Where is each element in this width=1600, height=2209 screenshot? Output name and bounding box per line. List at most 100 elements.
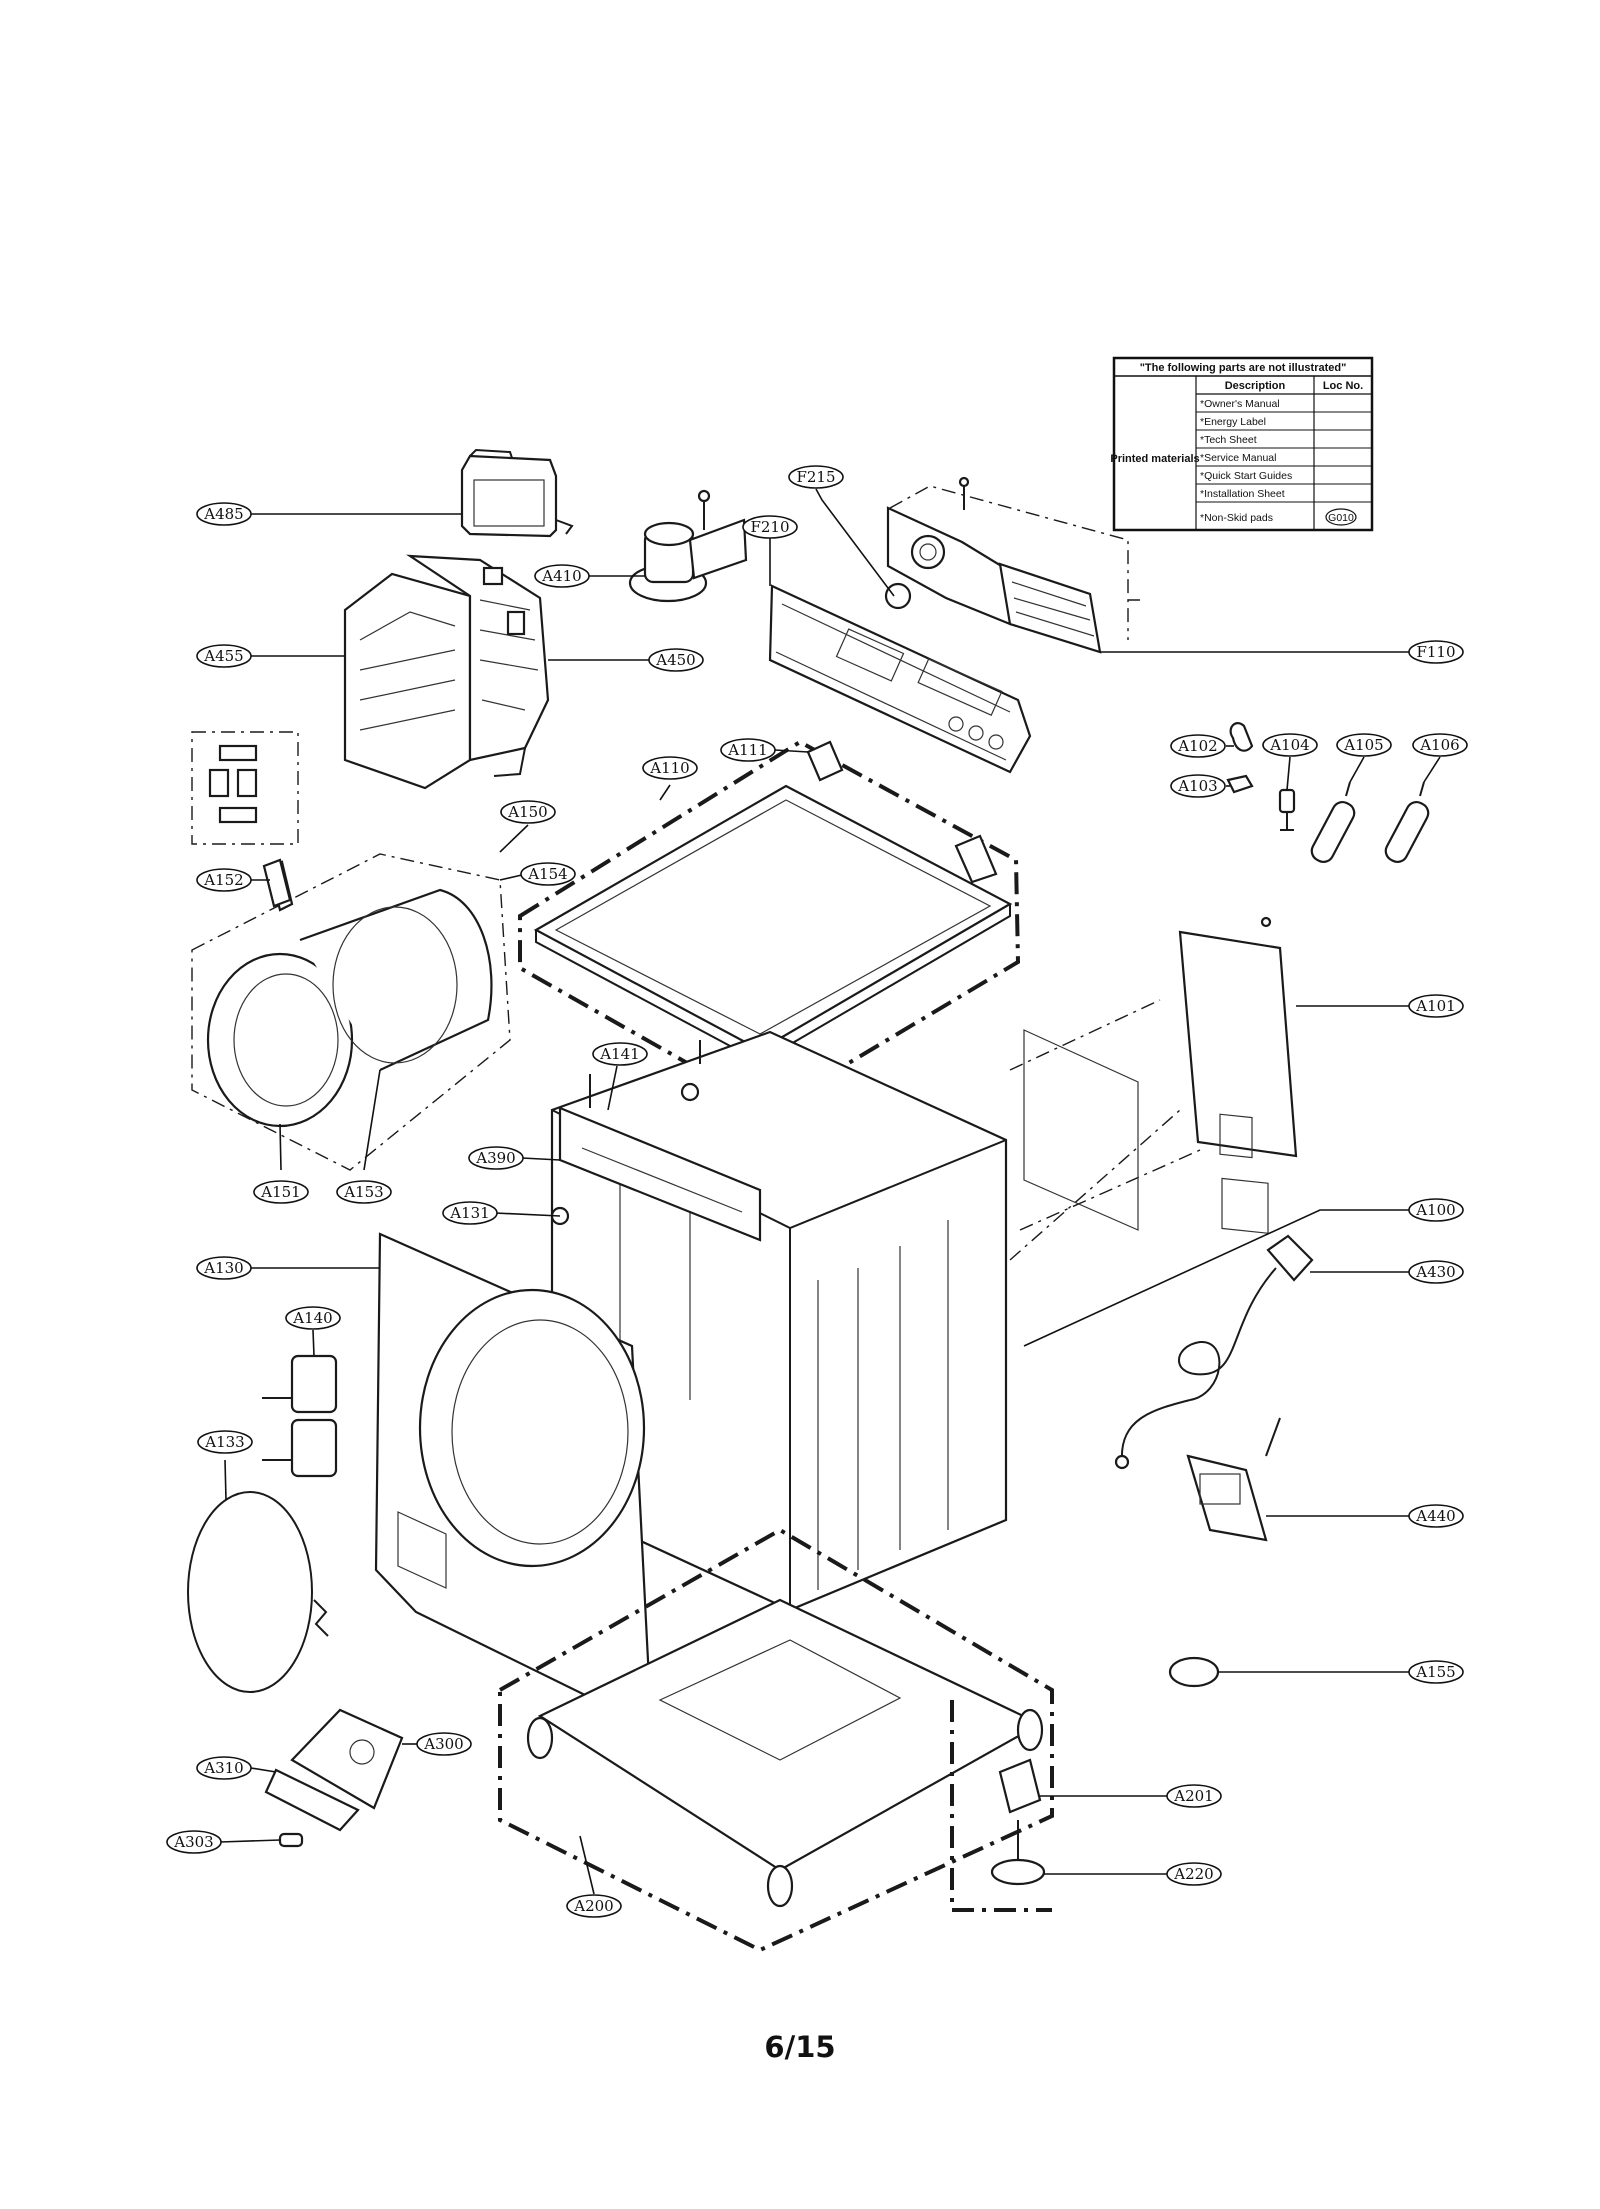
- svg-text:A440: A440: [1415, 1507, 1455, 1525]
- callout-a152: A152: [196, 868, 252, 892]
- callout-a131: A131: [442, 1201, 498, 1225]
- callout-a455: A455: [196, 644, 252, 668]
- page-number: 6/15: [764, 2030, 836, 2064]
- a201-a220-foot-drawing: [950, 1700, 1052, 1912]
- callout-a155: A155: [1408, 1660, 1464, 1684]
- callout-f215: F215: [788, 465, 844, 489]
- callout-a430: A430: [1408, 1260, 1464, 1284]
- callout-f110: F110: [1408, 640, 1464, 664]
- a430-power-cord-drawing: [1114, 1234, 1314, 1470]
- a485-part-drawing: [460, 448, 574, 538]
- table-row-description: *Owner's Manual: [1200, 398, 1280, 410]
- callout-a410: A410: [534, 564, 590, 588]
- callout-a310: A310: [196, 1756, 252, 1780]
- svg-text:A150: A150: [507, 803, 547, 821]
- svg-text:F110: F110: [1416, 643, 1455, 661]
- svg-text:A455: A455: [203, 647, 243, 665]
- a133-ring-drawing: [187, 1491, 329, 1693]
- svg-text:A155: A155: [1415, 1663, 1455, 1681]
- svg-text:A303: A303: [173, 1833, 213, 1851]
- callout-a133: A133: [197, 1430, 253, 1454]
- svg-text:A430: A430: [1415, 1263, 1455, 1281]
- callout-a153: A153: [336, 1180, 392, 1204]
- a152-hinge-drawing: [191, 731, 299, 908]
- svg-text:A201: A201: [1173, 1787, 1213, 1805]
- svg-text:A200: A200: [573, 1897, 613, 1915]
- table-header-loc: Loc No.: [1323, 380, 1363, 392]
- callout-a103: A103: [1170, 774, 1226, 798]
- svg-text:F210: F210: [750, 518, 789, 536]
- a101-back-panel-drawing: [1009, 916, 1298, 1261]
- svg-text:A220: A220: [1173, 1865, 1213, 1883]
- callout-a105: A105: [1336, 733, 1392, 757]
- a130-front-panel-drawing: [374, 1232, 652, 1724]
- svg-text:A100: A100: [1415, 1201, 1455, 1219]
- callout-a390: A390: [468, 1146, 524, 1170]
- a110-top-plate-drawing: [518, 739, 1021, 1113]
- a300-a310-a303-drawing: [264, 1708, 404, 1848]
- table-row-description: *Energy Label: [1200, 416, 1266, 428]
- svg-text:A104: A104: [1269, 736, 1309, 754]
- svg-text:A154: A154: [527, 865, 567, 883]
- a155-grommet-drawing: [1168, 1656, 1220, 1688]
- callout-a100: A100: [1408, 1198, 1464, 1222]
- svg-text:A485: A485: [203, 505, 243, 523]
- svg-text:A133: A133: [204, 1433, 244, 1451]
- callout-a104: A104: [1262, 733, 1318, 757]
- table-group-label: Printed materials: [1110, 453, 1199, 465]
- svg-text:A101: A101: [1415, 997, 1455, 1015]
- callout-a485: A485: [196, 502, 252, 526]
- svg-text:A152: A152: [203, 871, 243, 889]
- table-row-description: *Installation Sheet: [1200, 488, 1285, 500]
- svg-text:A151: A151: [260, 1183, 300, 1201]
- callout-a200: A200: [566, 1894, 622, 1918]
- callout-a110: A110: [642, 756, 698, 780]
- callout-a300: A300: [416, 1732, 472, 1756]
- callout-a220: A220: [1166, 1862, 1222, 1886]
- svg-text:A300: A300: [423, 1735, 463, 1753]
- svg-text:A110: A110: [649, 759, 689, 777]
- callout-a201: A201: [1166, 1784, 1222, 1808]
- svg-text:A106: A106: [1419, 736, 1459, 754]
- svg-text:A141: A141: [599, 1045, 639, 1063]
- svg-text:A102: A102: [1177, 737, 1217, 755]
- callout-a101: A101: [1408, 994, 1464, 1018]
- table-row-loc: G010: [1328, 512, 1354, 524]
- callout-a440: A440: [1408, 1504, 1464, 1528]
- svg-text:A105: A105: [1343, 736, 1383, 754]
- f110-f215-pcb-drawing: [884, 476, 1140, 654]
- svg-text:A103: A103: [1177, 777, 1217, 795]
- svg-text:A310: A310: [203, 1759, 243, 1777]
- callout-a106: A106: [1412, 733, 1468, 757]
- callout-a450: A450: [648, 648, 704, 672]
- svg-text:A140: A140: [292, 1309, 332, 1327]
- svg-text:A111: A111: [727, 741, 767, 759]
- table-title: "The following parts are not illustrated…: [1140, 362, 1347, 374]
- callout-a102: A102: [1170, 734, 1226, 758]
- table-row-description: *Service Manual: [1200, 452, 1276, 464]
- callout-a150: A150: [500, 800, 556, 824]
- svg-text:A153: A153: [343, 1183, 383, 1201]
- table-row-description: *Tech Sheet: [1200, 434, 1257, 446]
- svg-text:A450: A450: [655, 651, 695, 669]
- callout-f210: F210: [742, 515, 798, 539]
- callout-a141: A141: [592, 1042, 648, 1066]
- svg-text:A130: A130: [203, 1259, 243, 1277]
- not-illustrated-parts-table: "The following parts are not illustrated…: [1110, 356, 1374, 532]
- a200-base-drawing: [498, 1527, 1054, 1953]
- f210-control-panel-drawing: [768, 584, 1032, 774]
- svg-text:A131: A131: [449, 1204, 489, 1222]
- svg-text:A390: A390: [475, 1149, 515, 1167]
- a440-filter-drawing: [1186, 1417, 1281, 1542]
- svg-text:F215: F215: [796, 468, 835, 486]
- callout-a303: A303: [166, 1830, 222, 1854]
- callout-labels: A485 A410 F215 F210 A455 A450 F110 A111 …: [166, 465, 1468, 1918]
- callout-a130: A130: [196, 1256, 252, 1280]
- a150-door-assembly-drawing: [191, 853, 511, 1171]
- table-row-description: *Non-Skid pads: [1200, 512, 1273, 524]
- table-header-description: Description: [1225, 380, 1286, 392]
- svg-text:A410: A410: [541, 567, 581, 585]
- callout-a140: A140: [285, 1306, 341, 1330]
- leader-lines: [219, 488, 1441, 1895]
